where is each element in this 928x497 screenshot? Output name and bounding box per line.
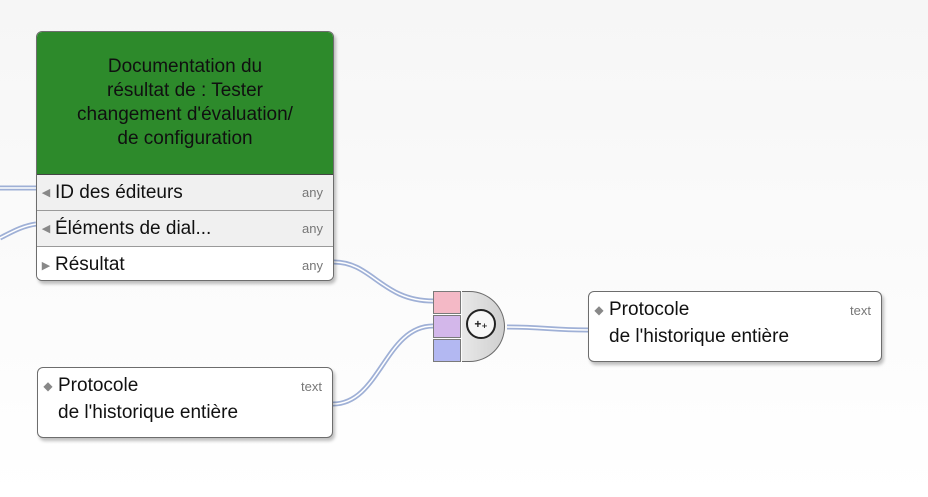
input-arrow-icon: ◀ [41,223,51,235]
bidirectional-port-icon: ◆ [43,379,53,393]
port-label: Résultat [55,254,125,275]
text-node-type: text [850,302,871,318]
output-port-resultat[interactable]: ▶ Résultat any [37,247,333,280]
node-header: Documentation du résultat de : Tester ch… [37,32,333,175]
port-label: Éléments de dial... [55,217,212,239]
documentation-node[interactable]: Documentation du résultat de : Tester ch… [36,31,334,281]
port-type: any [302,185,323,200]
text-output-node[interactable]: ◆ Protocole text de l'historique entière [588,291,882,362]
text-node-value: de l'historique entière [609,326,790,347]
text-node-label: Protocole [609,299,690,320]
input-port-elements-dialogue[interactable]: ◀ Éléments de dial... any [37,211,333,247]
node-title: Documentation du résultat de : Tester ch… [77,56,293,149]
bidirectional-port-icon: ◆ [594,303,604,317]
input-arrow-icon: ◀ [41,187,51,199]
concatenate-operator[interactable]: +₊ [431,289,509,367]
operator-input-port-3[interactable] [433,339,461,362]
operator-input-port-2[interactable] [433,315,461,338]
wire-operator-to-output[interactable] [506,324,589,333]
port-type: any [302,257,323,273]
text-node-value: de l'historique entière [58,402,239,423]
concatenate-icon: +₊ [466,309,496,339]
port-label: ID des éditeurs [55,181,183,203]
input-port-id-editeurs[interactable]: ◀ ID des éditeurs any [37,175,333,211]
text-node-type: text [301,378,322,394]
output-arrow-icon: ▶ [41,259,51,272]
wire-resultat-to-operator[interactable] [333,259,434,304]
wire-elements-dialogue[interactable] [0,221,37,241]
text-constant-node[interactable]: ◆ Protocole text de l'historique entière [37,367,333,438]
wire-protocole-to-operator[interactable] [332,323,434,407]
port-type: any [302,221,323,236]
text-node-label: Protocole [58,375,139,396]
operator-input-port-1[interactable] [433,291,461,314]
